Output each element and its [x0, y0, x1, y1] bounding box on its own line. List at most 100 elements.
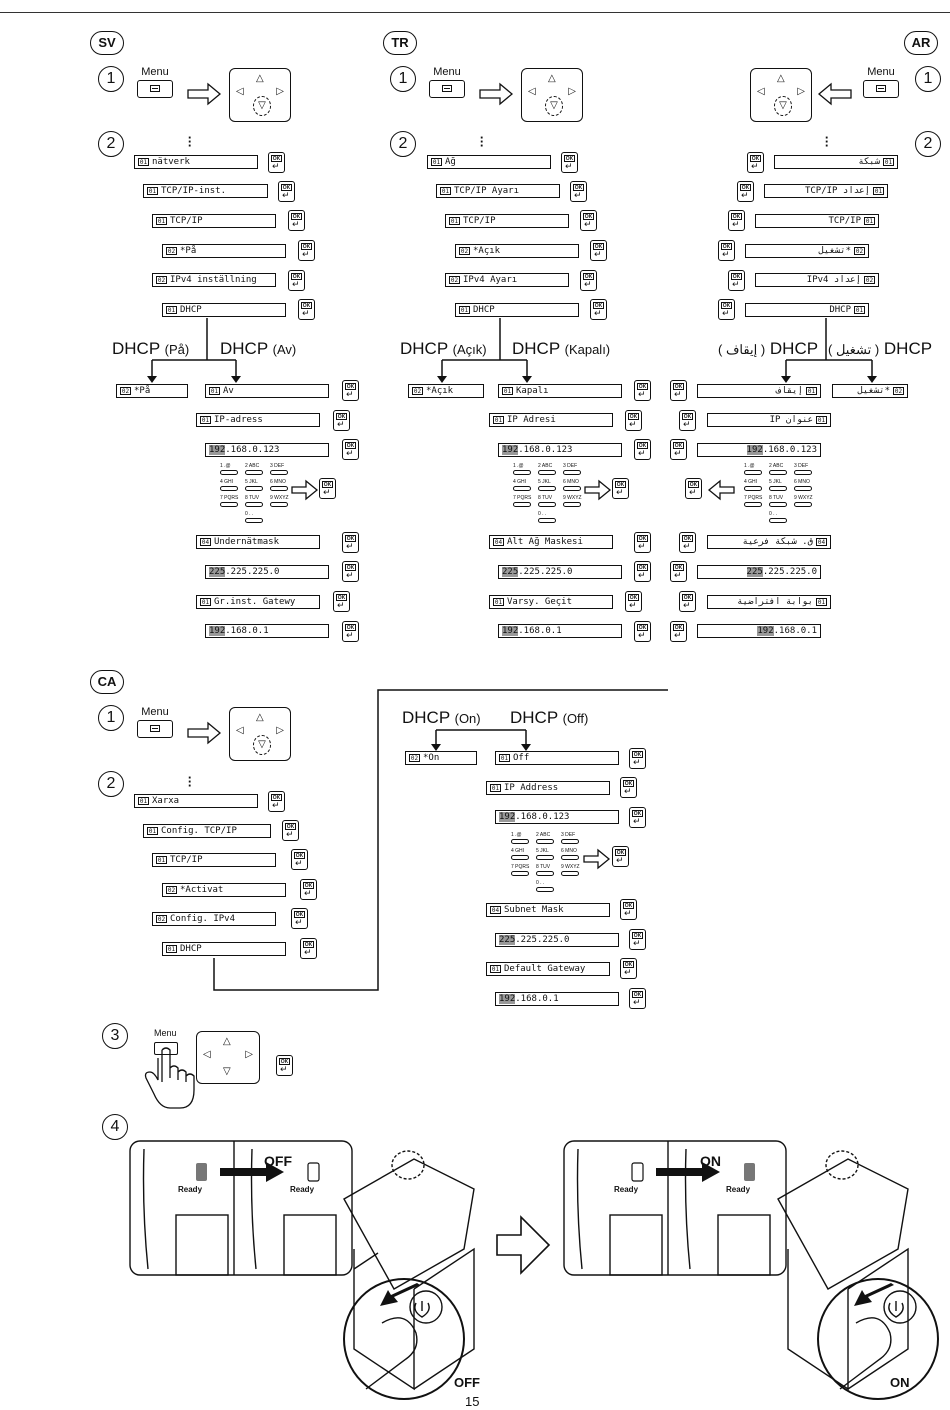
keypad-key[interactable]: [513, 502, 531, 507]
keypad-key[interactable]: [538, 470, 556, 475]
ok-button[interactable]: OK↵: [580, 270, 597, 291]
ok-button[interactable]: OK↵: [679, 410, 696, 431]
ok-button[interactable]: OK↵: [685, 478, 702, 499]
keypad-key[interactable]: [563, 502, 581, 507]
ok-button[interactable]: OK↵: [629, 988, 646, 1009]
ok-button[interactable]: OK↵: [634, 621, 651, 642]
ok-button[interactable]: OK↵: [634, 532, 651, 553]
nav-panel-ar[interactable]: △◁▷▽: [750, 68, 812, 122]
ok-button[interactable]: OK↵: [291, 908, 308, 929]
menu-button-tr[interactable]: Menu: [426, 66, 468, 106]
ok-button[interactable]: OK↵: [300, 879, 317, 900]
keypad-key[interactable]: [270, 470, 288, 475]
ok-button[interactable]: OK↵: [670, 621, 687, 642]
down-arrow-icon[interactable]: ▽: [545, 96, 563, 116]
ok-button[interactable]: OK↵: [268, 152, 285, 173]
keypad-key[interactable]: [536, 855, 554, 860]
keypad-key[interactable]: [769, 518, 787, 523]
ok-button[interactable]: OK↵: [737, 181, 754, 202]
ok-button[interactable]: OK↵: [590, 240, 607, 261]
keypad-key[interactable]: [270, 502, 288, 507]
keypad-key[interactable]: [769, 502, 787, 507]
keypad-key[interactable]: [744, 502, 762, 507]
nav-panel-ca[interactable]: △◁▷▽: [229, 707, 291, 761]
ok-button[interactable]: OK↵: [300, 938, 317, 959]
keypad-key[interactable]: [794, 470, 812, 475]
keypad-key[interactable]: [511, 839, 529, 844]
ok-button[interactable]: OK↵: [342, 621, 359, 642]
ok-button[interactable]: OK↵: [319, 478, 336, 499]
ok-button[interactable]: OK↵: [342, 532, 359, 553]
keypad-key[interactable]: [769, 470, 787, 475]
ok-button[interactable]: OK↵: [728, 270, 745, 291]
menu-button-ca[interactable]: Menu: [134, 706, 176, 746]
keypad-key[interactable]: [513, 470, 531, 475]
ok-button[interactable]: OK↵: [333, 591, 350, 612]
ok-button[interactable]: OK↵: [634, 439, 651, 460]
ok-button[interactable]: OK↵: [590, 299, 607, 320]
ok-button[interactable]: OK↵: [342, 439, 359, 460]
ok-button[interactable]: OK↵: [342, 380, 359, 401]
menu-button-sv[interactable]: Menu: [134, 66, 176, 106]
keypad-key[interactable]: [561, 871, 579, 876]
keypad-key[interactable]: [538, 486, 556, 491]
keypad-key[interactable]: [744, 486, 762, 491]
keypad-key[interactable]: [513, 486, 531, 491]
keypad-key[interactable]: [538, 502, 556, 507]
ok-button[interactable]: OK↵: [276, 1055, 293, 1076]
ok-button[interactable]: OK↵: [670, 380, 687, 401]
keypad-key[interactable]: [245, 486, 263, 491]
keypad-key[interactable]: [563, 470, 581, 475]
nav-panel-sv[interactable]: △◁▷▽: [229, 68, 291, 122]
ok-button[interactable]: OK↵: [718, 240, 735, 261]
ok-button[interactable]: OK↵: [580, 210, 597, 231]
ok-button[interactable]: OK↵: [342, 561, 359, 582]
keypad-key[interactable]: [220, 486, 238, 491]
down-arrow-icon[interactable]: ▽: [253, 96, 271, 116]
keypad-key[interactable]: [536, 871, 554, 876]
nav-panel-tr[interactable]: △◁▷▽: [521, 68, 583, 122]
ok-button[interactable]: OK↵: [288, 270, 305, 291]
keypad-key[interactable]: [536, 887, 554, 892]
keypad-key[interactable]: [563, 486, 581, 491]
keypad-key[interactable]: [561, 855, 579, 860]
down-arrow-icon[interactable]: ▽: [774, 96, 792, 116]
ok-button[interactable]: OK↵: [718, 299, 735, 320]
ok-button[interactable]: OK↵: [634, 380, 651, 401]
nav-panel-step3[interactable]: △◁▷▽: [196, 1031, 260, 1084]
menu-button-ar[interactable]: Menu: [860, 66, 902, 106]
down-arrow-icon[interactable]: ▽: [253, 735, 271, 755]
ok-button[interactable]: OK↵: [278, 181, 295, 202]
ok-button[interactable]: OK↵: [625, 410, 642, 431]
ok-button[interactable]: OK↵: [298, 240, 315, 261]
ok-button[interactable]: OK↵: [291, 849, 308, 870]
keypad-key[interactable]: [245, 470, 263, 475]
ok-button[interactable]: OK↵: [670, 439, 687, 460]
ok-button[interactable]: OK↵: [629, 748, 646, 769]
keypad-key[interactable]: [511, 871, 529, 876]
keypad-key[interactable]: [794, 486, 812, 491]
keypad-key[interactable]: [511, 855, 529, 860]
ok-button[interactable]: OK↵: [620, 899, 637, 920]
keypad-key[interactable]: [536, 839, 554, 844]
ok-button[interactable]: OK↵: [670, 561, 687, 582]
menu-button[interactable]: [154, 1042, 178, 1055]
ok-button[interactable]: OK↵: [747, 152, 764, 173]
ok-button[interactable]: OK↵: [728, 210, 745, 231]
keypad-key[interactable]: [769, 486, 787, 491]
keypad-key[interactable]: [270, 486, 288, 491]
ok-button[interactable]: OK↵: [620, 958, 637, 979]
ok-button[interactable]: OK↵: [679, 591, 696, 612]
ok-button[interactable]: OK↵: [620, 777, 637, 798]
keypad-key[interactable]: [744, 470, 762, 475]
ok-button[interactable]: OK↵: [333, 410, 350, 431]
keypad-key[interactable]: [220, 502, 238, 507]
keypad-key[interactable]: [561, 839, 579, 844]
ok-button[interactable]: OK↵: [612, 478, 629, 499]
ok-button[interactable]: OK↵: [561, 152, 578, 173]
ok-button[interactable]: OK↵: [629, 929, 646, 950]
ok-button[interactable]: OK↵: [282, 820, 299, 841]
